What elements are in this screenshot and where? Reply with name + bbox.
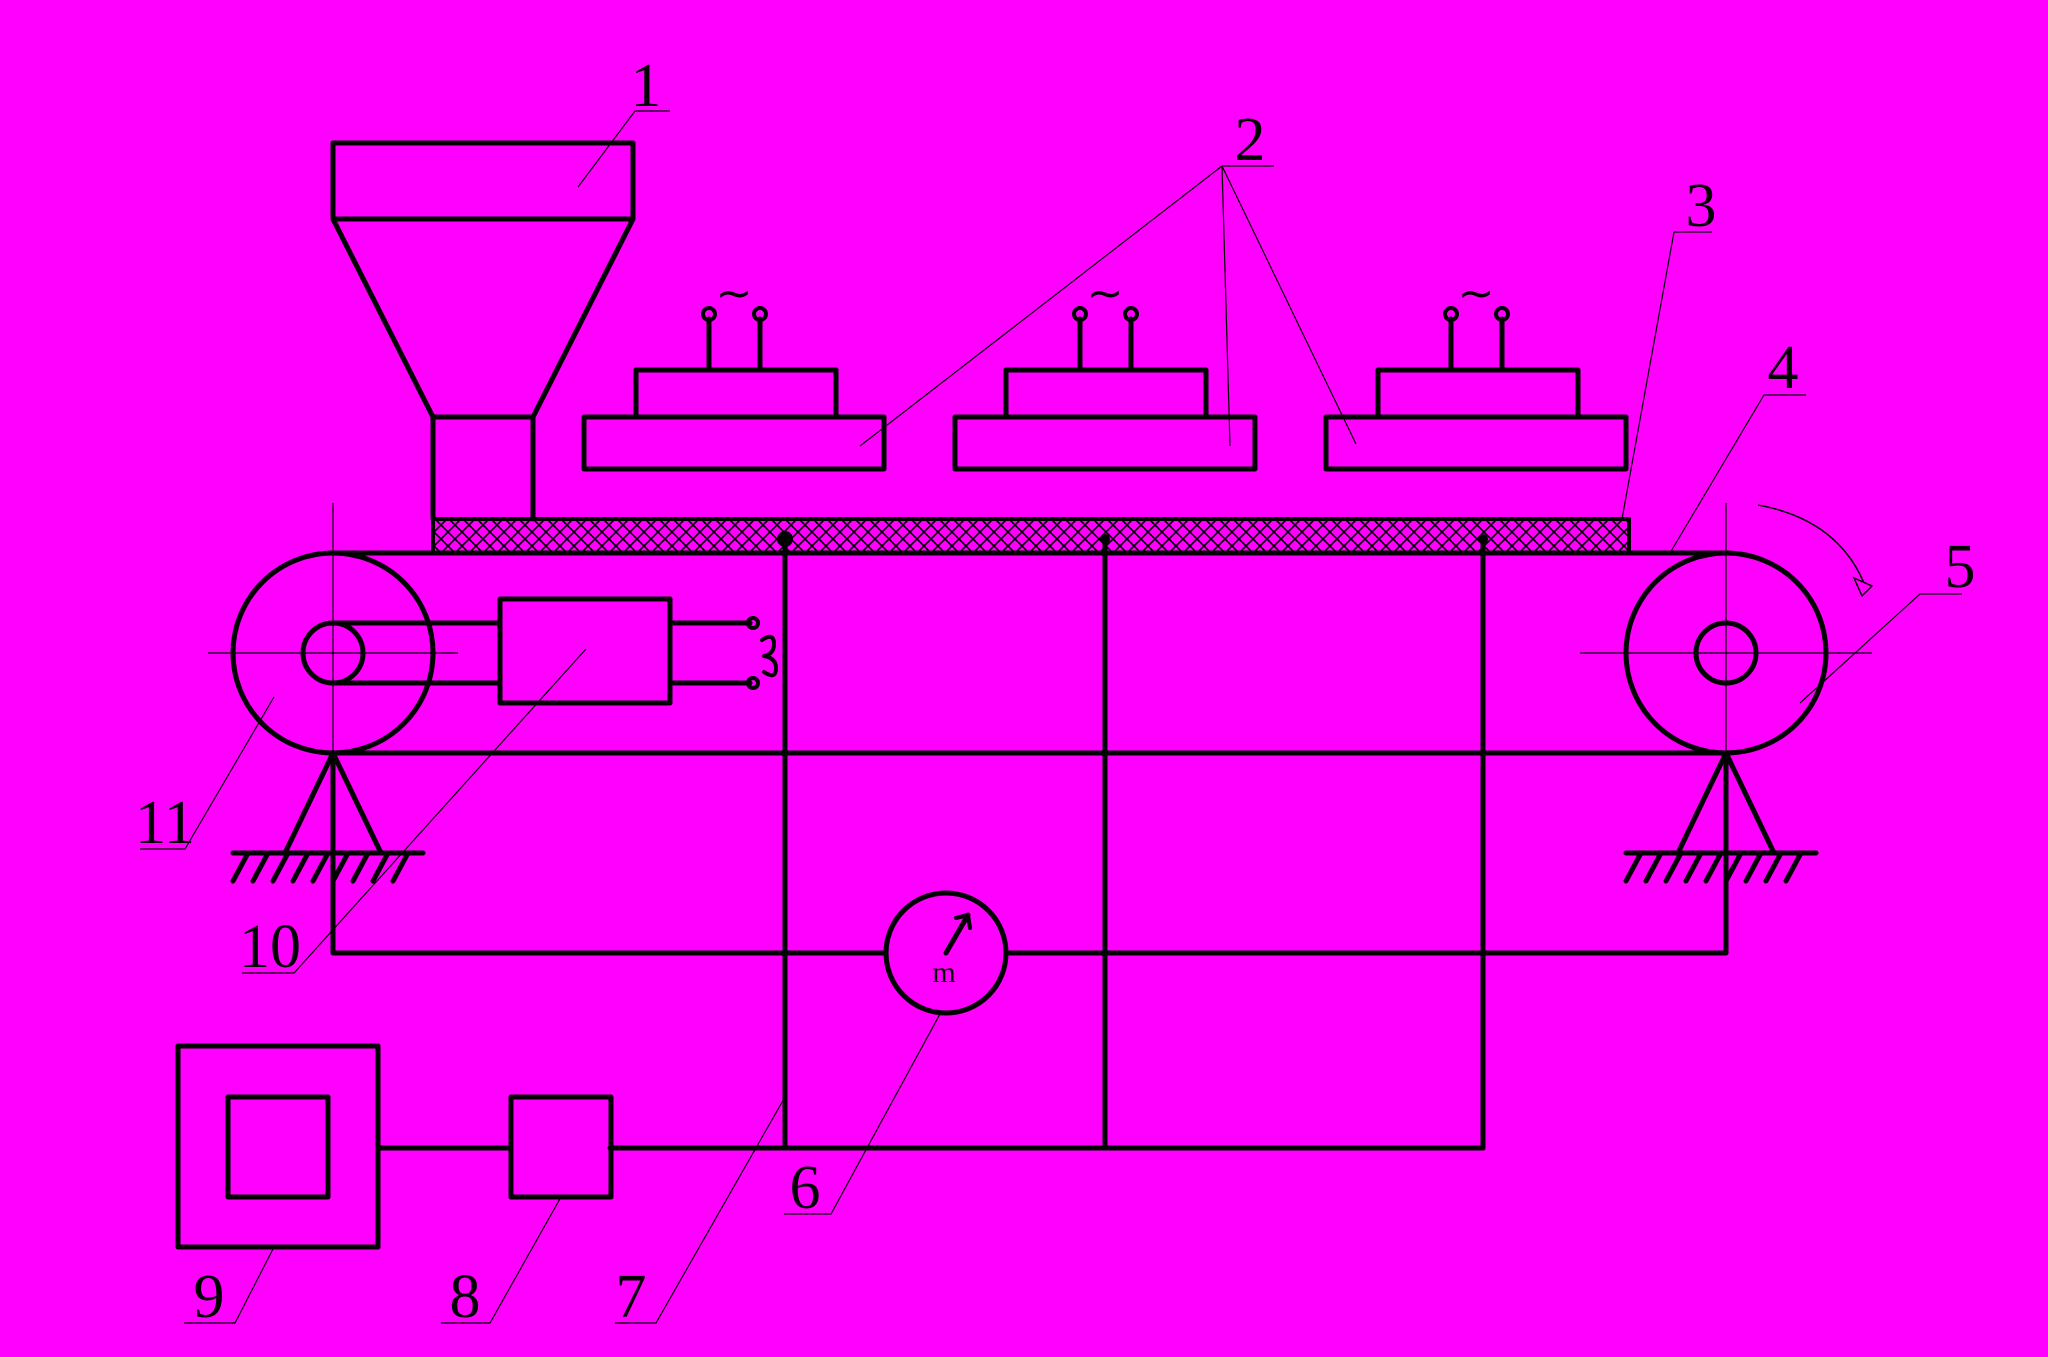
heater-icon [952, 316, 1258, 472]
signal-converter [508, 1094, 614, 1200]
ac-symbol: ~ [1458, 268, 1495, 319]
leader-line [1799, 593, 1962, 704]
leader-line [577, 110, 670, 188]
callout-3: 3 [1686, 172, 1717, 240]
motor-ac-symbol [760, 634, 778, 678]
leader-line [859, 165, 1223, 447]
callout-1: 1 [631, 52, 662, 120]
leader-line [1669, 394, 1806, 554]
callout-8: 8 [450, 1263, 481, 1331]
callout-5: 5 [1945, 533, 1976, 601]
measurement-circuit [330, 750, 1729, 956]
probe-dot [1478, 534, 1488, 544]
callout-11: 11 [135, 789, 195, 857]
sensor-probes [607, 536, 1486, 1151]
motor [497, 596, 753, 706]
meter-unit-label: m [932, 956, 955, 989]
callout-2: 2 [1235, 106, 1266, 174]
heater-terminals [701, 306, 1510, 322]
leader-line [1221, 165, 1357, 445]
heater-icon [1323, 316, 1629, 472]
leader-line [1221, 165, 1231, 447]
probe-dot [1100, 534, 1110, 544]
conveyor-belt [330, 550, 1729, 756]
gauge-icon [883, 890, 1009, 1016]
leader-line [1621, 231, 1712, 520]
control-unit [175, 1043, 381, 1250]
rotation-arrow-icon [1757, 504, 1874, 598]
motor-terminals [746, 616, 760, 690]
leader-line [140, 696, 275, 850]
heater-icon [581, 316, 887, 472]
ac-symbol: ~ [716, 268, 753, 319]
callout-4: 4 [1768, 334, 1799, 402]
drive-belt [330, 620, 503, 686]
hopper-icon [330, 140, 636, 522]
ac-symbol: ~ [1087, 268, 1124, 319]
leader-line [441, 1196, 562, 1324]
probe-dot [777, 531, 793, 547]
leader-line [784, 1013, 941, 1215]
callout-9: 9 [194, 1263, 225, 1331]
ground-icon [1623, 750, 1819, 884]
leader-line [242, 648, 587, 974]
leader-line [184, 1246, 275, 1324]
material-layer [431, 517, 1631, 555]
callout-7: 7 [616, 1263, 647, 1331]
callout-6: 6 [790, 1154, 821, 1222]
leader-line [615, 1096, 786, 1324]
callout-10: 10 [239, 913, 301, 981]
